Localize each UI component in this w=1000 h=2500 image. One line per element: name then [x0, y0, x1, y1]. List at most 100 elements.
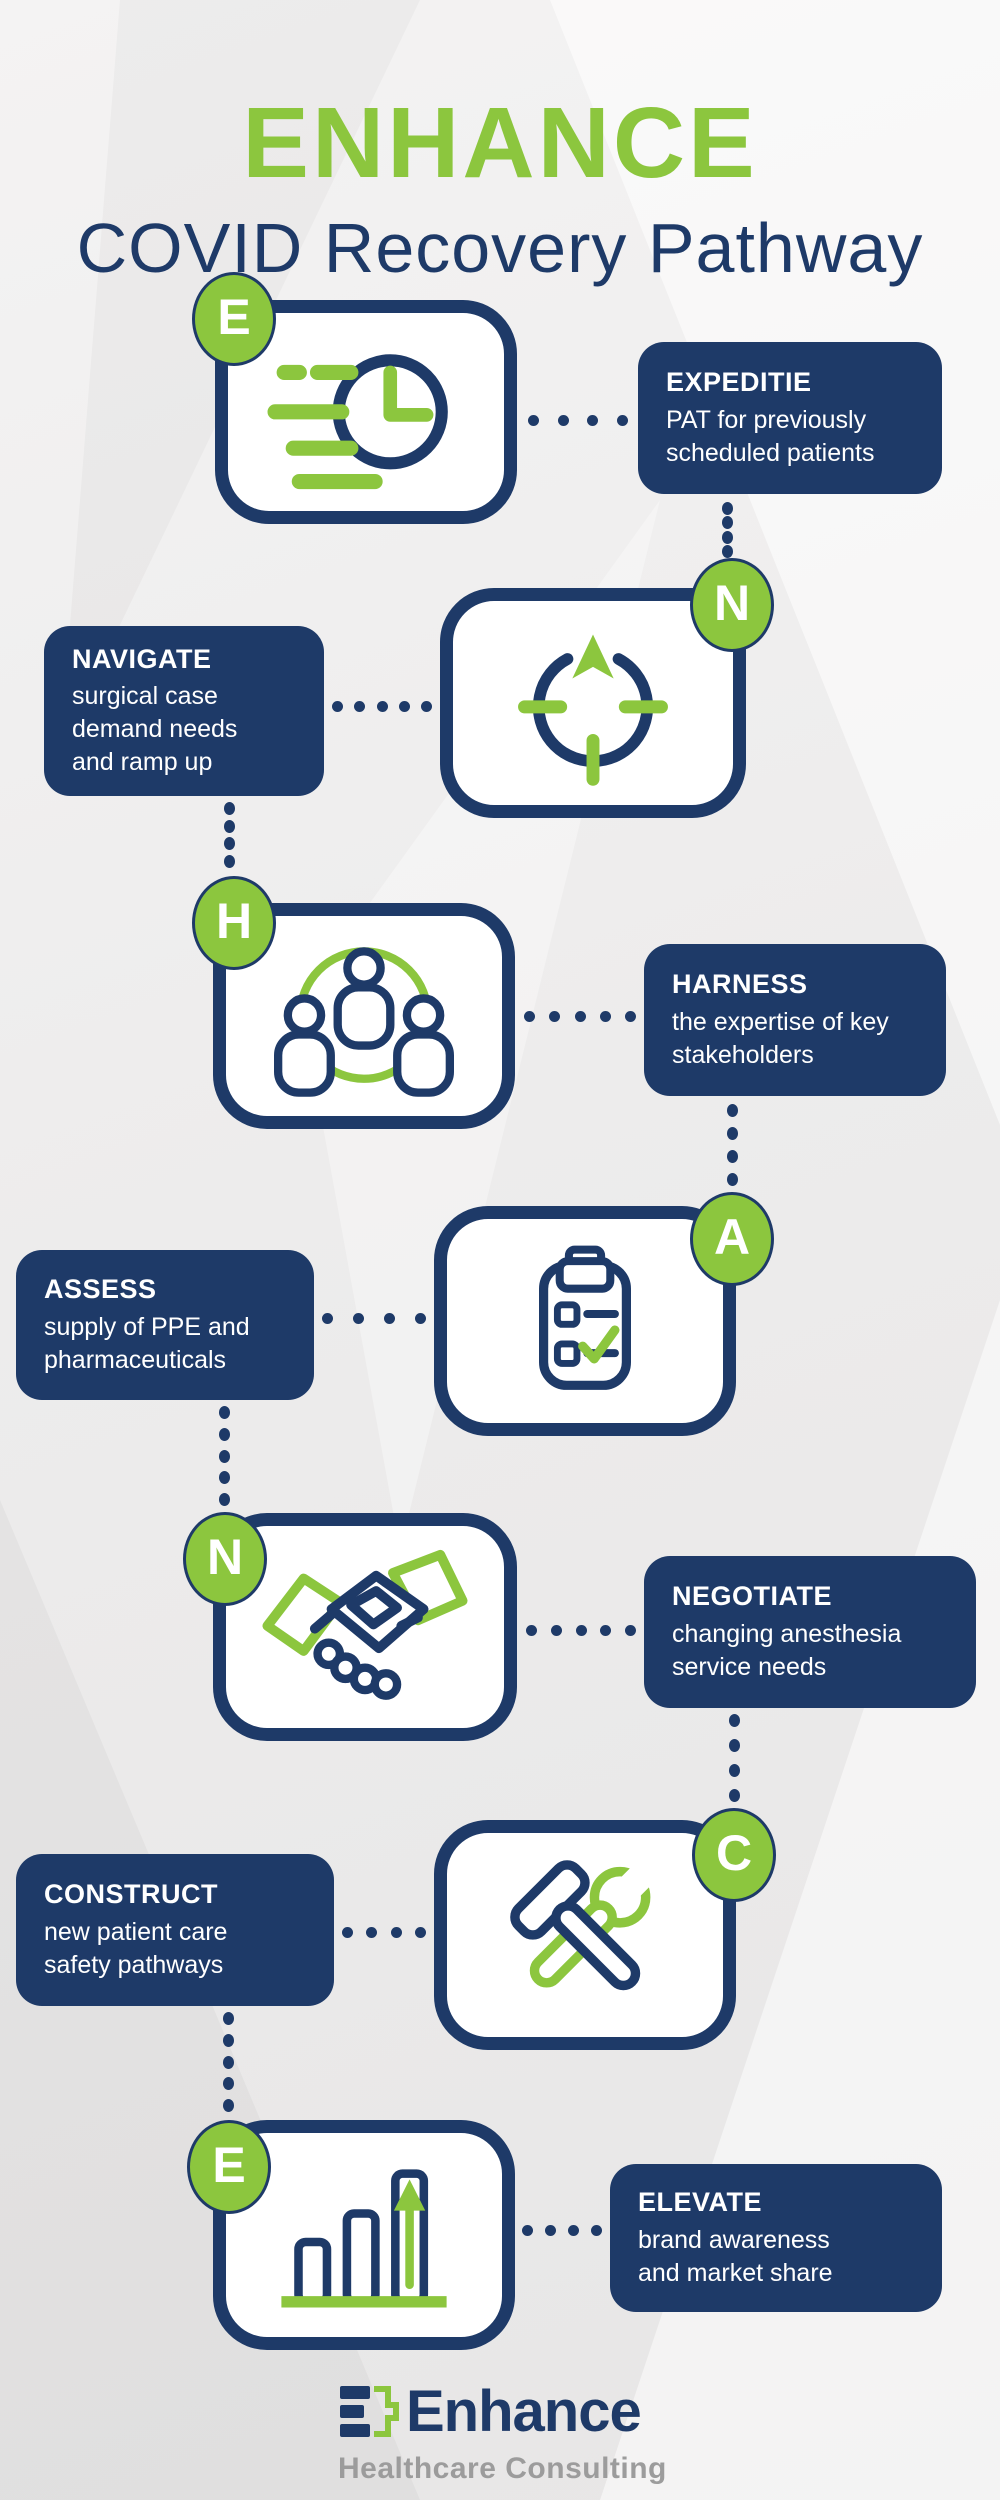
- bar-chart-icon: [281, 2169, 447, 2308]
- dot: [721, 530, 733, 544]
- dot: [322, 1312, 333, 1324]
- dot: [222, 2012, 234, 2025]
- callout-line: and market share: [638, 2258, 833, 2287]
- handshake-icon: [262, 1549, 468, 1700]
- dot: [332, 700, 343, 712]
- callout-line: demand needs: [72, 715, 238, 744]
- dotted-connector-horizontal: [526, 1624, 636, 1636]
- callout-title: NAVIGATE: [72, 643, 212, 674]
- dot: [218, 1406, 230, 1419]
- dot: [353, 1312, 364, 1324]
- dot: [600, 1624, 612, 1636]
- dot: [574, 1010, 586, 1022]
- step-letter-badge: H: [192, 876, 276, 970]
- callout: ASSESS supply of PPE and pharmaceuticals: [16, 1250, 314, 1400]
- dot: [218, 1471, 230, 1485]
- callout-line: new patient care: [44, 1917, 228, 1946]
- callout: HARNESS the expertise of key stakeholder…: [644, 944, 946, 1096]
- callout-line: surgical case: [72, 682, 218, 711]
- dot: [625, 1010, 636, 1022]
- dot: [587, 414, 599, 426]
- step-letter-badge: E: [192, 272, 276, 366]
- callout-line: PAT for previously: [666, 405, 867, 434]
- dot: [218, 1449, 230, 1463]
- dotted-connector-vertical: [218, 1406, 230, 1506]
- dot: [616, 414, 628, 426]
- brand-name: Enhance: [406, 2379, 642, 2445]
- dot: [354, 700, 366, 712]
- step-letter-badge: A: [690, 1192, 774, 1286]
- dot: [342, 1926, 353, 1938]
- dotted-connector-vertical: [728, 1714, 740, 1802]
- callout-title: HARNESS: [672, 969, 808, 1000]
- dot: [415, 1312, 426, 1324]
- dot: [728, 1789, 740, 1802]
- enhance-logo-mark-icon: [340, 2386, 399, 2437]
- dotted-connector-vertical: [223, 802, 235, 868]
- callout: NAVIGATE surgical case demand needs and …: [44, 626, 324, 796]
- callout: NEGOTIATE changing anesthesia service ne…: [644, 1556, 976, 1708]
- callout-line: safety pathways: [44, 1950, 224, 1979]
- callout: EXPEDITIE PAT for previously scheduled p…: [638, 342, 942, 494]
- dot: [223, 854, 235, 868]
- hammer-wrench-icon: [510, 1859, 659, 1991]
- dot: [550, 1624, 562, 1636]
- dot: [223, 802, 235, 815]
- dot: [366, 1926, 378, 1938]
- dotted-connector-horizontal: [524, 1010, 636, 1022]
- dot: [223, 819, 235, 833]
- clock-icon: [267, 354, 448, 490]
- dotted-connector-vertical: [721, 502, 733, 558]
- callout-line: and ramp up: [72, 748, 213, 777]
- dot: [222, 2055, 234, 2069]
- callout-title: ELEVATE: [638, 2187, 763, 2218]
- dot: [390, 1926, 402, 1938]
- brand-tagline: Healthcare Consulting: [338, 2452, 667, 2485]
- dotted-connector-vertical: [222, 2012, 234, 2112]
- dotted-connector-horizontal: [528, 414, 628, 426]
- step-letter-badge: N: [183, 1512, 267, 1606]
- step-letter-badge: E: [187, 2120, 271, 2214]
- dot: [222, 2099, 234, 2112]
- dot: [414, 1926, 426, 1938]
- dot: [568, 2224, 579, 2236]
- dotted-connector-horizontal: [342, 1926, 426, 1938]
- dot: [218, 1427, 230, 1441]
- dot: [726, 1104, 738, 1117]
- dot: [591, 2224, 602, 2236]
- dot: [728, 1714, 740, 1727]
- callout-title: ASSESS: [44, 1274, 157, 1305]
- page-title: ENHANCE: [242, 87, 758, 199]
- dot: [557, 414, 569, 426]
- dot: [726, 1150, 738, 1163]
- callout-title: NEGOTIATE: [672, 1581, 833, 1612]
- callout-title: EXPEDITIE: [666, 367, 812, 398]
- dotted-connector-horizontal: [522, 2224, 602, 2236]
- dot: [421, 700, 432, 712]
- dot: [728, 1739, 740, 1752]
- checklist-icon: [539, 1245, 631, 1390]
- dot: [526, 1624, 537, 1636]
- callout-line: brand awareness: [638, 2225, 830, 2254]
- callout-line: pharmaceuticals: [44, 1345, 227, 1374]
- dot: [522, 2224, 533, 2236]
- callout-line: scheduled patients: [666, 438, 875, 467]
- callout: CONSTRUCT new patient care safety pathwa…: [16, 1854, 334, 2006]
- page-subtitle: COVID Recovery Pathway: [76, 209, 924, 288]
- step-card: [213, 2120, 515, 2350]
- dot: [376, 700, 388, 712]
- dot: [223, 837, 235, 851]
- dot: [575, 1624, 587, 1636]
- dot: [728, 1764, 740, 1777]
- dot: [398, 700, 410, 712]
- dot: [726, 1173, 738, 1186]
- step-card: [215, 300, 517, 524]
- dot: [384, 1312, 395, 1324]
- step-letter-badge: C: [692, 1808, 776, 1902]
- dot: [524, 1010, 535, 1022]
- dot: [625, 1624, 636, 1636]
- callout-line: the expertise of key: [672, 1007, 889, 1036]
- dot: [222, 2077, 234, 2091]
- callout-line: changing anesthesia: [672, 1619, 902, 1648]
